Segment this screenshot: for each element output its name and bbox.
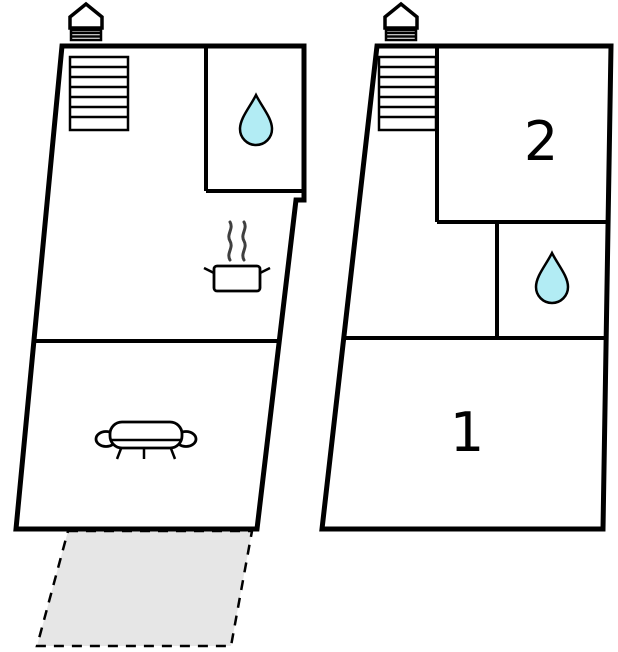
steam-line <box>227 220 233 262</box>
chimney-icon <box>68 1 104 42</box>
left-unit <box>13 43 307 648</box>
sofa-body <box>108 420 184 450</box>
water-drop-icon <box>534 250 570 305</box>
chimney-base <box>69 28 103 42</box>
left-unit-outline <box>13 43 307 532</box>
chimney-roof <box>383 1 419 30</box>
room-1-label: 1 <box>450 401 484 464</box>
steam-line <box>241 220 247 262</box>
right-unit-outline <box>319 43 614 532</box>
pot-body <box>212 264 262 293</box>
chimney-roof <box>68 1 104 30</box>
terrace-area <box>35 529 254 648</box>
stairs-icon <box>68 55 130 132</box>
pot-handle <box>203 266 215 275</box>
pot-handle <box>259 266 271 275</box>
stove-icon <box>203 220 271 293</box>
chimney-icon <box>383 1 419 42</box>
water-drop-icon <box>238 92 274 147</box>
right-unit: 2 1 <box>319 43 614 532</box>
chimney-base <box>384 28 418 42</box>
room-2-label: 2 <box>524 110 558 173</box>
stairs-box <box>68 55 130 132</box>
sofa-icon <box>94 420 198 460</box>
